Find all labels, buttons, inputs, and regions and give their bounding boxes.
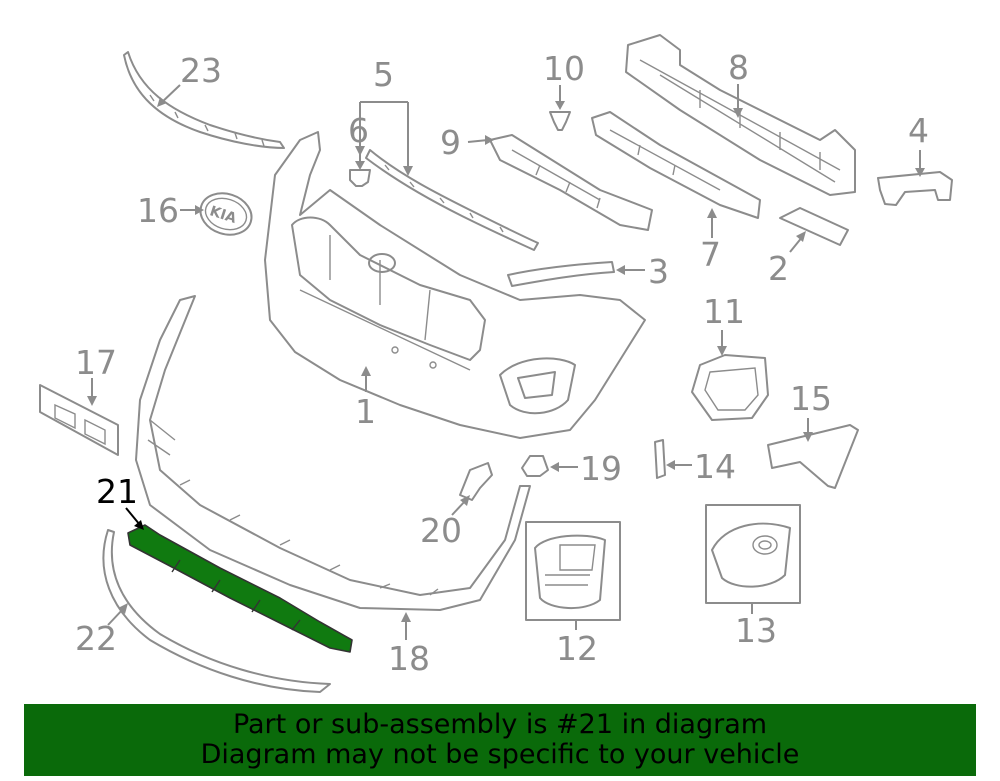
callout-17[interactable]: 17 xyxy=(75,343,117,382)
parts-diagram: 23 5 6 10 9 8 7 xyxy=(39,34,953,693)
callout-5[interactable]: 5 xyxy=(373,55,394,94)
part-22-skid-strip[interactable] xyxy=(102,529,331,693)
callout-15[interactable]: 15 xyxy=(790,379,832,418)
callout-18[interactable]: 18 xyxy=(388,639,430,678)
part-18-lower-lip[interactable] xyxy=(135,295,531,611)
part-19-clip[interactable] xyxy=(521,455,549,477)
callout-23[interactable]: 23 xyxy=(180,51,222,90)
part-4-side-bracket[interactable] xyxy=(877,171,953,206)
callout-1[interactable]: 1 xyxy=(355,392,376,431)
part-11-fog-bezel[interactable] xyxy=(691,354,769,421)
part-10-clip[interactable] xyxy=(549,111,571,131)
leader-21 xyxy=(125,507,141,526)
part-5-grille-moulding[interactable] xyxy=(365,149,539,251)
part-7-energy-absorber[interactable] xyxy=(591,111,761,219)
part-3-garnish[interactable] xyxy=(507,261,615,287)
callout-2[interactable]: 2 xyxy=(768,249,789,288)
callout-9[interactable]: 9 xyxy=(440,123,461,162)
part-12-inset[interactable] xyxy=(525,521,621,621)
callout-12[interactable]: 12 xyxy=(556,629,598,668)
callout-3[interactable]: 3 xyxy=(648,252,669,291)
part-20-bracket[interactable] xyxy=(459,462,493,501)
part-2-bracket[interactable] xyxy=(779,207,849,246)
callout-19[interactable]: 19 xyxy=(580,449,622,488)
callout-8[interactable]: 8 xyxy=(728,48,749,87)
callout-16[interactable]: 16 xyxy=(137,191,179,230)
part-14-trim[interactable] xyxy=(654,439,666,479)
part-23-trim-strip[interactable] xyxy=(123,51,285,149)
part-15-side-bracket[interactable] xyxy=(767,424,859,489)
part-6-clip[interactable] xyxy=(349,169,371,187)
callout-4[interactable]: 4 xyxy=(908,111,929,150)
part-16-emblem[interactable]: KIA xyxy=(195,187,257,241)
callout-11[interactable]: 11 xyxy=(703,292,745,331)
callout-10[interactable]: 10 xyxy=(543,49,585,88)
callout-22[interactable]: 22 xyxy=(75,619,117,658)
emblem-logo-text: KIA xyxy=(208,203,239,227)
callout-13[interactable]: 13 xyxy=(735,611,777,650)
leader-9 xyxy=(467,139,489,143)
banner-line-2: Diagram may not be specific to your vehi… xyxy=(200,739,800,770)
part-13-inset[interactable] xyxy=(705,504,801,604)
leader-5 xyxy=(359,101,409,170)
callout-21[interactable]: 21 xyxy=(96,472,138,511)
part-8-reinforcement-beam[interactable] xyxy=(625,34,856,196)
callout-6[interactable]: 6 xyxy=(348,111,369,150)
callout-20[interactable]: 20 xyxy=(420,511,462,550)
info-banner: Part or sub-assembly is #21 in diagram D… xyxy=(24,704,976,776)
part-1-bumper-cover[interactable] xyxy=(264,131,646,439)
callout-7[interactable]: 7 xyxy=(700,235,721,274)
part-9-bracket[interactable] xyxy=(489,134,653,231)
part-21-lower-spoiler[interactable] xyxy=(127,524,353,653)
part-17-license-bracket[interactable] xyxy=(39,384,119,456)
banner-line-1: Part or sub-assembly is #21 in diagram xyxy=(232,709,768,740)
callout-14[interactable]: 14 xyxy=(694,447,736,486)
